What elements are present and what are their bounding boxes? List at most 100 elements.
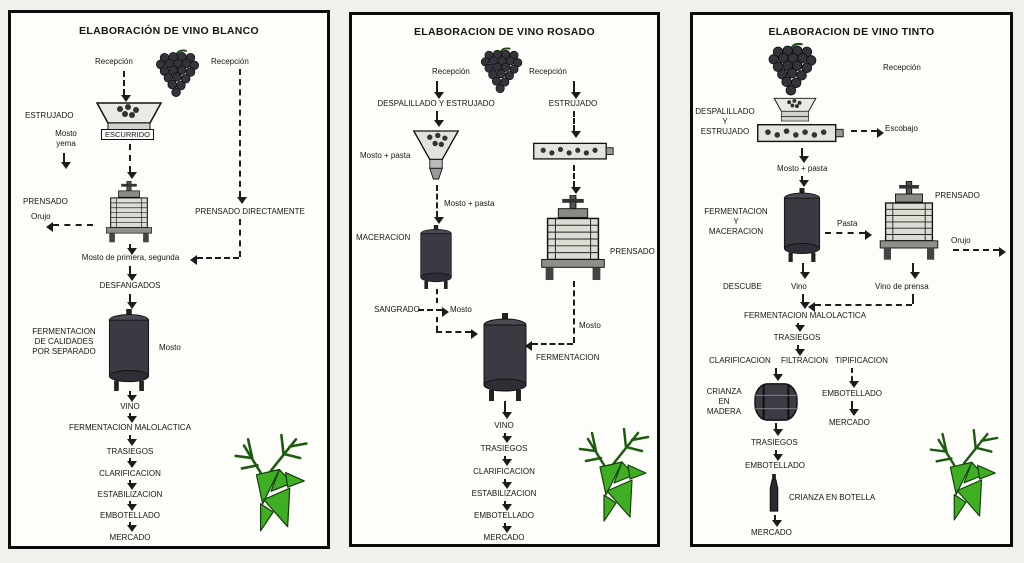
flow-arrow [849,401,859,416]
flow-arrow [571,81,581,99]
crusher-trough-illustration [532,139,614,165]
flow-line [239,219,241,257]
label-escurrido: ESCURRIDO [101,129,155,141]
flow-arrow [773,368,783,381]
grapes-illustration [474,47,530,95]
flow-arrow [825,230,872,240]
flow-arrow [525,341,573,351]
panel-vino-rosado: ELABORACION DE VINO ROSADO Recepción Rec… [349,12,660,547]
flow-arrow [121,71,131,102]
panel-title: ELABORACION DE VINO ROSADO [413,26,596,38]
label-mosto-prensa: Mosto [579,321,601,330]
label-mosto: Mosto [159,343,181,352]
label-mercado-crianza: MERCADO [751,528,792,537]
flow-arrow [851,128,884,138]
label-desfangados: DESFANGADOS [99,281,161,290]
label-embotellado-joven: EMBOTELLADO [821,389,882,398]
flow-arrow [571,111,581,138]
label-trasiegos: TRASIEGOS [106,447,154,456]
label-trasiegos-2: TRASIEGOS [751,438,798,447]
label-clarificacion: CLARIFICACION [473,467,535,476]
label-prensado: PRENSADO [23,197,68,206]
label-fermentacion-maceracion: FERMENTACION Y MACERACION [704,207,768,236]
label-clarificacion: CLARIFICACION [709,356,771,365]
flow-line [573,281,575,343]
flow-arrow [434,111,444,127]
flow-arrow [799,148,809,163]
flow-arrow [436,329,478,339]
label-orujo: Orujo [951,236,971,245]
flow-arrow [799,176,809,187]
flow-arrow [237,69,247,204]
fermentation-tank-illustration [105,309,153,391]
label-recepcion: Recepción [883,63,921,72]
flow-arrow [502,523,512,533]
label-estrujado: ESTRUJADO [548,99,598,108]
label-estabilizacion: ESTABILIZACION [471,489,537,498]
deer-logo [574,425,654,525]
flow-arrow [795,345,805,356]
flow-arrow [773,450,783,461]
barrel-illustration [751,381,801,423]
label-embotellado: EMBOTELLADO [473,511,534,520]
flow-arrow [502,433,512,443]
label-mercado: MERCADO [483,533,525,542]
label-embotellado-crianza: EMBOTELLADO [745,461,806,470]
label-vino: Vino [791,282,807,291]
flow-arrow [773,423,783,436]
grapes-illustration [149,49,207,99]
flow-arrow [61,153,71,169]
flow-arrow [127,480,137,490]
label-prensado-directamente: PRENSADO DIRECTAMENTE [195,207,305,216]
label-mosto-pasta-1: Mosto + pasta [360,151,411,160]
panel-title: ELABORACION DE VINO TINTO [768,26,935,38]
flow-arrow [190,255,239,265]
flow-arrow [502,456,512,466]
label-despalillado-estrujado: DESPALILLADO Y ESTRUJADO [695,107,755,136]
flow-arrow [953,247,1006,257]
label-mercado-joven: MERCADO [829,418,870,427]
label-despalillado-estrujado: DESPALILLADO Y ESTRUJADO [377,99,495,108]
label-fermentacion-malolactica: FERMENTACION MALOLACTICA [743,311,867,320]
label-filtracion: FILTRACION [781,356,828,365]
label-vino: VINO [120,402,140,411]
label-pasta: Pasta [837,219,858,228]
flow-arrow [502,501,512,511]
label-orujo: Orujo [31,212,51,221]
label-estabilizacion: ESTABILIZACION [97,490,163,499]
label-mosto-primera: Mosto de primera, segunda [81,253,180,262]
label-trasiegos: TRASIEGOS [480,444,528,453]
label-fermentacion: FERMENTACION [536,353,600,362]
crusher-hopper-illustration [767,97,823,123]
deer-logo [229,431,313,535]
label-clarificacion: CLARIFICACION [99,469,161,478]
label-embotellado: EMBOTELLADO [99,511,160,520]
fermentation-tank-illustration [478,313,532,401]
label-fermentacion-malolactica: FERMENTACION MALOLACTICA [68,423,192,432]
flow-arrow [502,479,512,489]
flow-arrow [127,413,137,423]
flow-arrow [772,515,782,527]
panel-vino-blanco: ELABORACIÓN DE VINO BLANCO Recepción Rec… [8,10,330,549]
flow-arrow [127,244,137,255]
flow-arrow [795,323,805,332]
flow-line [436,317,438,331]
panel-vino-tinto: ELABORACION DE VINO TINTO Recepción DESP… [690,12,1013,547]
maceration-tank-illustration [416,225,456,289]
label-recepcion-right: Recepción [211,57,249,66]
label-recepcion-right: Recepción [529,67,567,76]
flow-arrow [127,391,137,402]
flow-line [912,294,914,304]
label-escobajo: Escobajo [885,124,918,133]
label-mosto-pasta: Mosto + pasta [777,164,828,173]
label-trasiegos-1: TRASIEGOS [773,333,821,342]
flow-line [436,289,438,303]
flow-arrow [127,266,137,281]
label-estrujado: ESTRUJADO [25,111,74,120]
flow-arrow [127,522,137,532]
destemmer-trough-illustration [751,121,849,147]
flow-arrow [849,368,859,388]
flow-arrow [418,307,449,317]
label-crianza-botella: CRIANZA EN BOTELLA [789,493,876,502]
label-descube: DESCUBE [723,282,762,291]
